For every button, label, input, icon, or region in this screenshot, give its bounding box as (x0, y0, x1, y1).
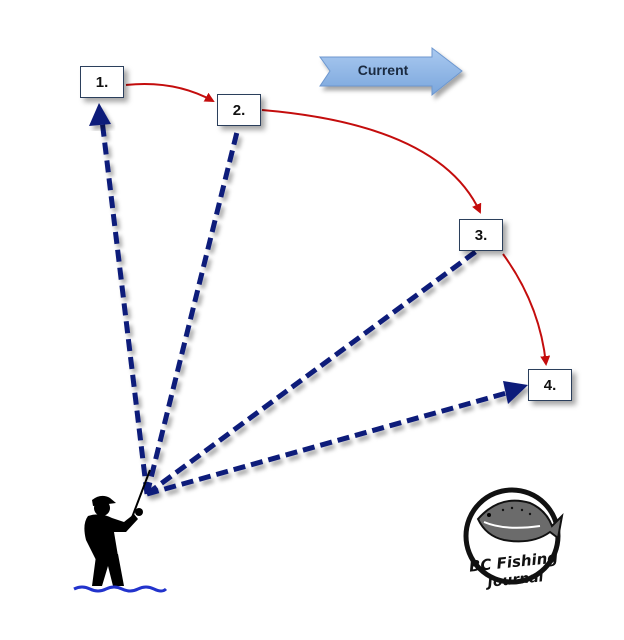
water-ripple (73, 585, 168, 593)
current-label: Current (357, 62, 409, 78)
current-arrow (319, 46, 463, 97)
cast-arrowhead-4 (503, 381, 528, 404)
drift-arrow-2-3 (261, 109, 482, 214)
cast-line-2 (144, 127, 241, 495)
trout-icon (476, 499, 564, 543)
drift-arrow-3-4 (502, 253, 551, 366)
cast-line-3 (145, 247, 480, 497)
logo-line-2: Journal (484, 569, 544, 591)
cast-line-4 (146, 389, 511, 497)
bc-fishing-journal-logo: BC Fishing Journal (463, 487, 564, 591)
drift-arrow-1-2 (125, 83, 215, 102)
angler-silhouette-icon (84, 469, 151, 586)
position-box-4: 4. (528, 369, 572, 401)
position-box-3: 3. (459, 219, 503, 251)
cast-line-1 (99, 119, 150, 495)
cast-arrowhead-1 (89, 103, 111, 126)
position-box-2: 2. (217, 94, 261, 126)
position-box-1: 1. (80, 66, 124, 98)
